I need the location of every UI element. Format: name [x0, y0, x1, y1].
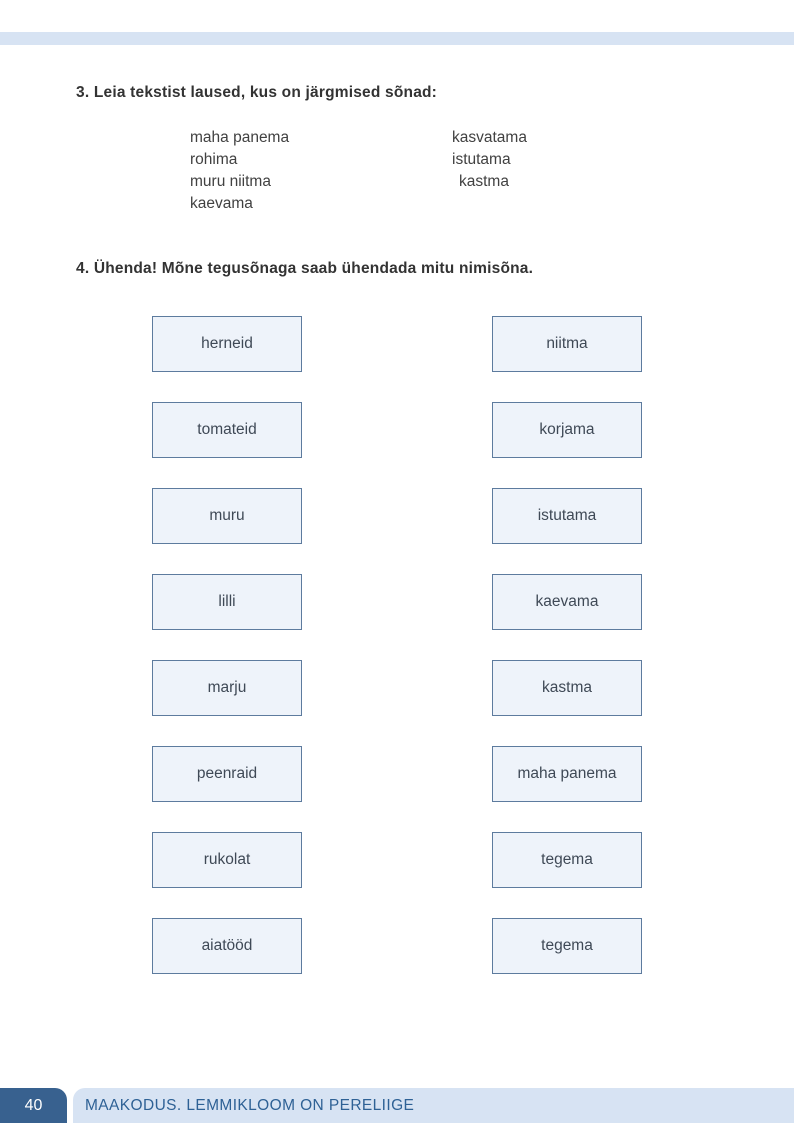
- verb-box-tegema-1[interactable]: tegema: [492, 832, 642, 888]
- top-accent-bar: [0, 32, 794, 45]
- word-item: kastma: [459, 173, 509, 190]
- verb-box-kastma[interactable]: kastma: [492, 660, 642, 716]
- exercise4-noun-column: herneid tomateid muru lilli marju peenra…: [152, 316, 302, 974]
- page-number: 40: [24, 1096, 43, 1114]
- footer-chapter-title: MAAKODUS. LEMMIKLOOM ON PERELIIGE: [85, 1096, 415, 1114]
- exercise4-verb-column: niitma korjama istutama kaevama kastma m…: [492, 316, 642, 974]
- verb-box-kaevama[interactable]: kaevama: [492, 574, 642, 630]
- word-item: kasvatama: [452, 129, 527, 146]
- word-item: rohima: [190, 151, 238, 168]
- noun-box-herneid[interactable]: herneid: [152, 316, 302, 372]
- footer-bar: MAAKODUS. LEMMIKLOOM ON PERELIIGE: [73, 1088, 794, 1123]
- word-item: istutama: [452, 151, 511, 168]
- word-item: muru niitma: [190, 173, 271, 190]
- exercise3-title: 3. Leia tekstist laused, kus on järgmise…: [76, 84, 438, 101]
- verb-box-niitma[interactable]: niitma: [492, 316, 642, 372]
- exercise3-word-list-left: maha panema rohima muru niitma kaevama: [190, 127, 289, 215]
- verb-box-istutama[interactable]: istutama: [492, 488, 642, 544]
- noun-box-lilli[interactable]: lilli: [152, 574, 302, 630]
- verb-box-korjama[interactable]: korjama: [492, 402, 642, 458]
- word-item: kaevama: [190, 195, 253, 212]
- exercise4-title: 4. Ühenda! Mõne tegusõnaga saab ühendada…: [76, 260, 534, 277]
- exercise3-word-list-right: kasvatama istutama kastma: [452, 127, 527, 193]
- noun-box-marju[interactable]: marju: [152, 660, 302, 716]
- verb-box-maha-panema[interactable]: maha panema: [492, 746, 642, 802]
- noun-box-tomateid[interactable]: tomateid: [152, 402, 302, 458]
- verb-box-tegema-2[interactable]: tegema: [492, 918, 642, 974]
- noun-box-rukolat[interactable]: rukolat: [152, 832, 302, 888]
- noun-box-aiatood[interactable]: aiatööd: [152, 918, 302, 974]
- word-item: maha panema: [190, 129, 290, 146]
- noun-box-peenraid[interactable]: peenraid: [152, 746, 302, 802]
- noun-box-muru[interactable]: muru: [152, 488, 302, 544]
- page-number-badge: 40: [0, 1088, 67, 1123]
